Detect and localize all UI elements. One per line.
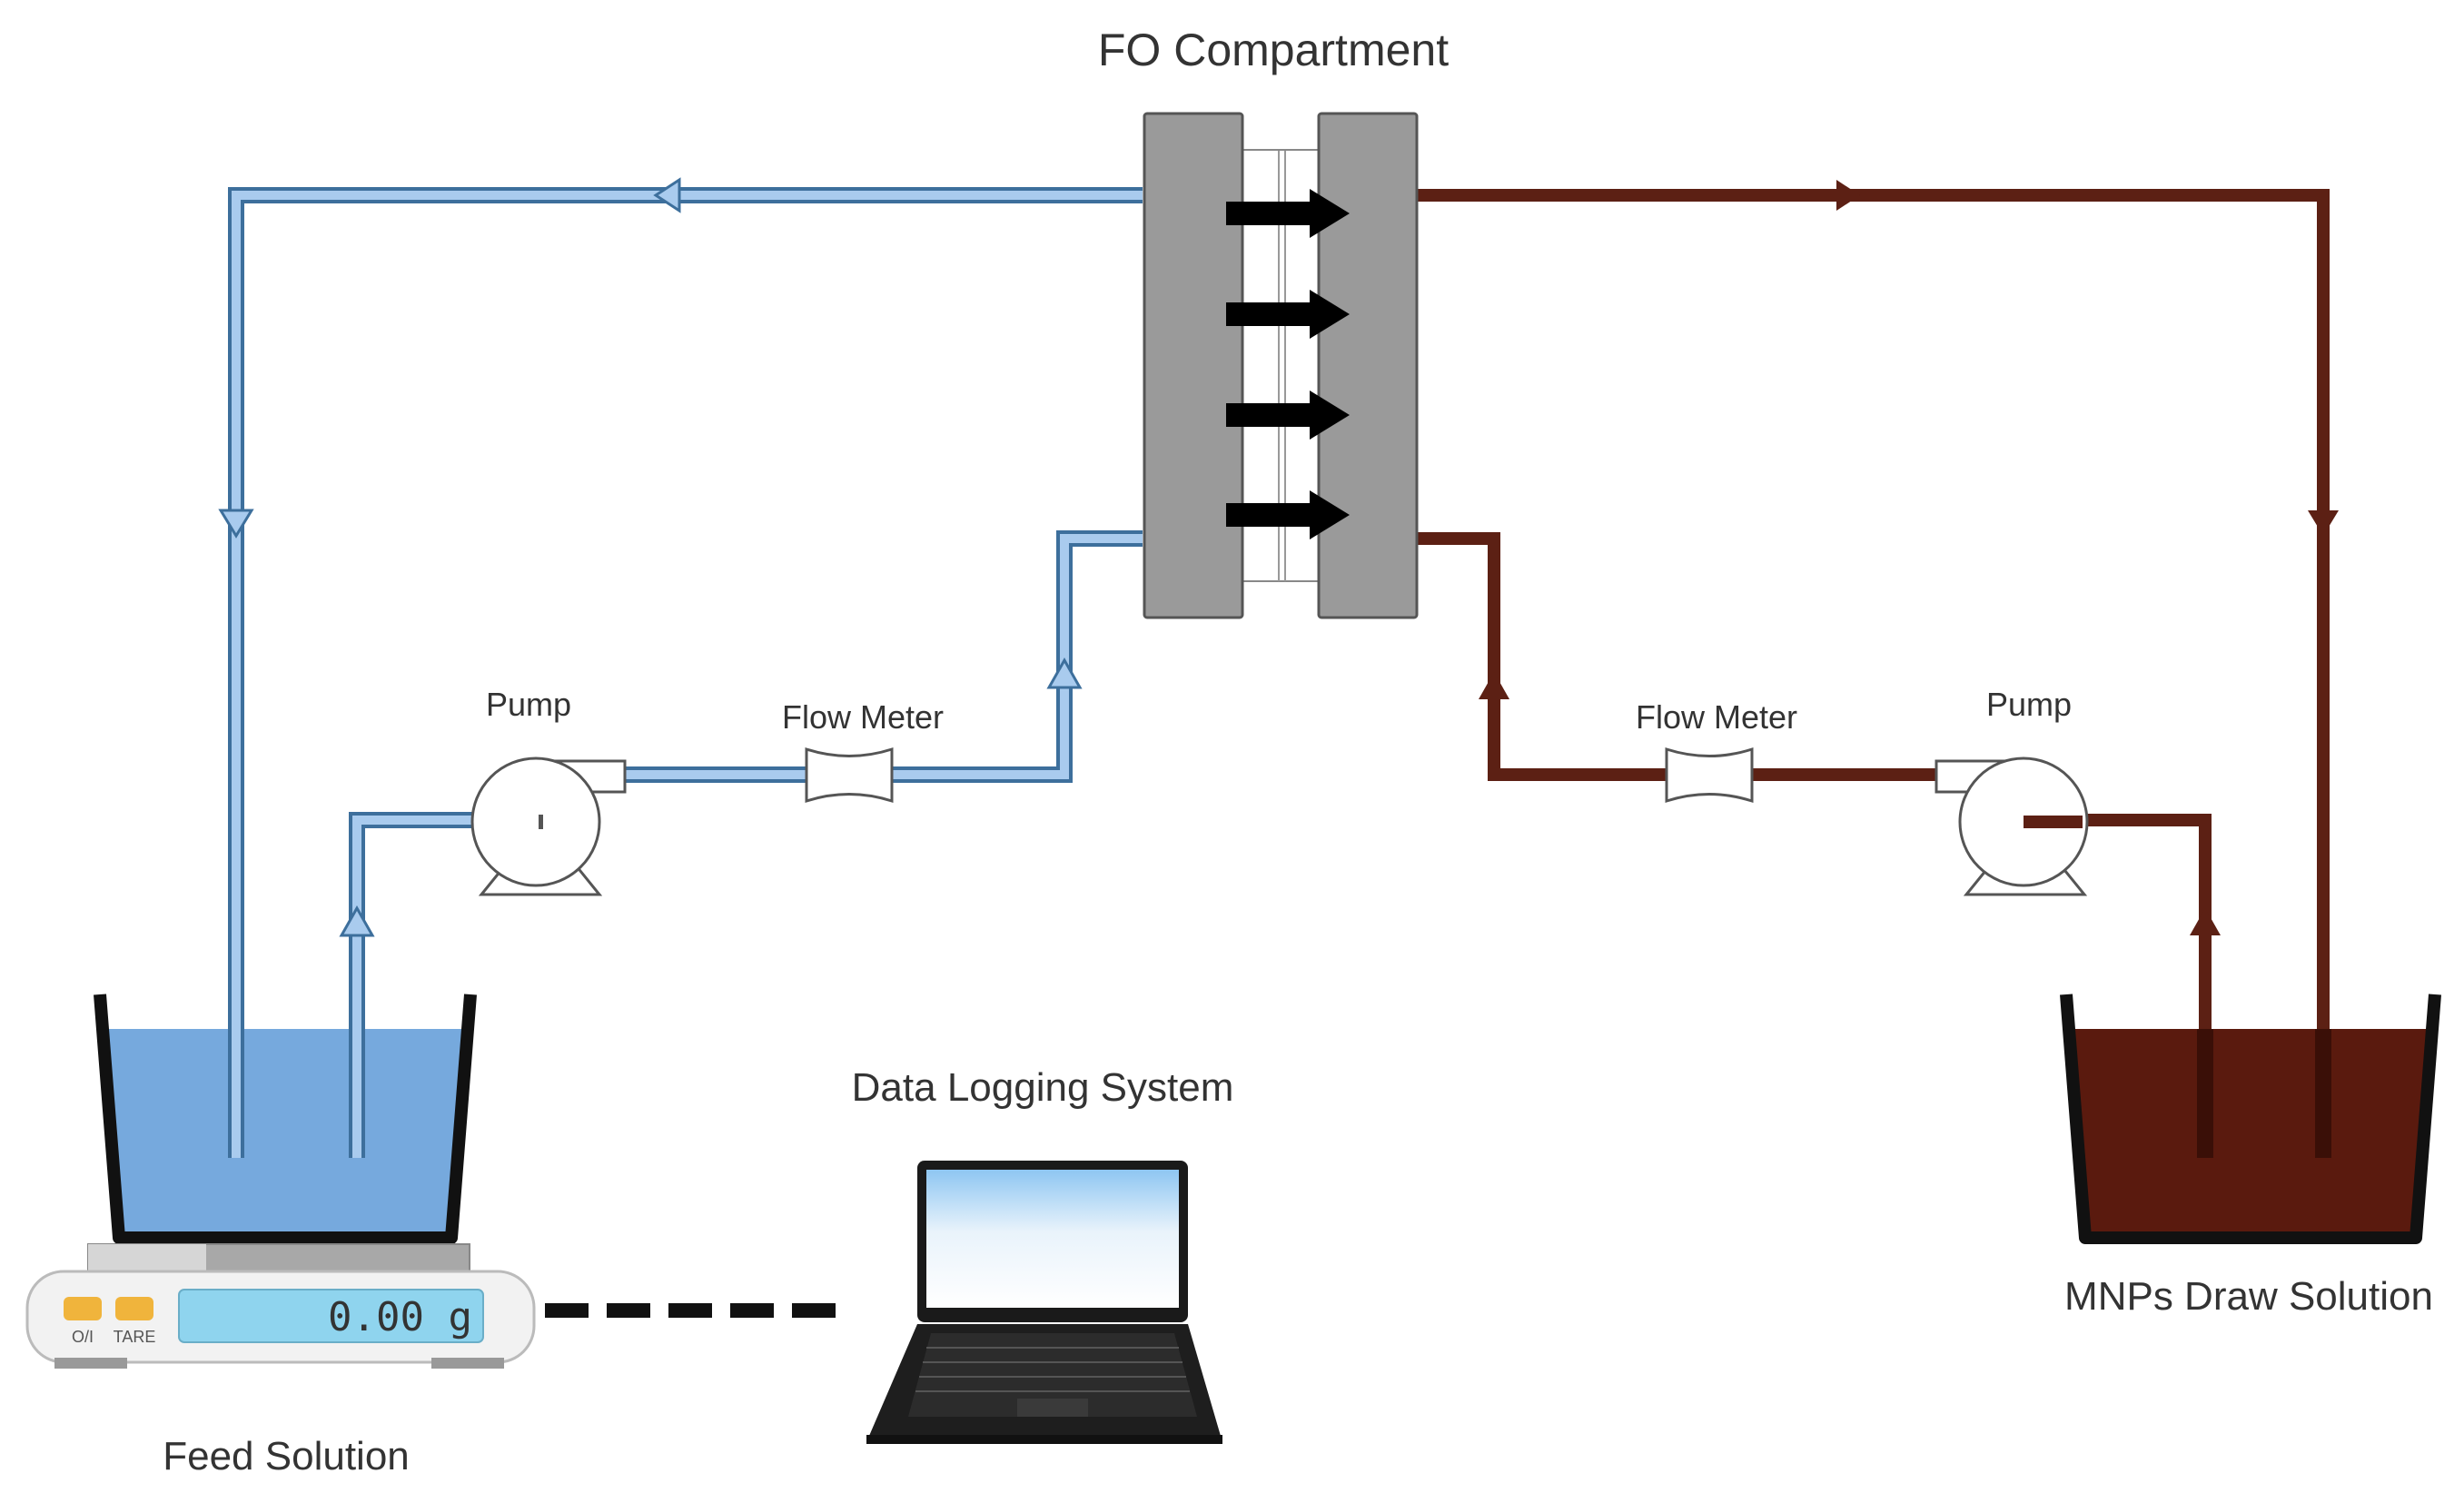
fo-compartment	[1143, 112, 1419, 619]
balance-reading: 0.00 g	[328, 1294, 472, 1340]
draw-outlet-line	[1417, 189, 2330, 1158]
balance-display	[178, 1289, 484, 1343]
feed-flow-arrow-down	[218, 509, 254, 539]
feed-solution-label: Feed Solution	[163, 1434, 410, 1478]
draw-flow-meter	[1665, 747, 1754, 804]
feed-piping	[218, 177, 1143, 1158]
data-logging-label: Data Logging System	[852, 1065, 1234, 1110]
draw-pump	[1935, 756, 2089, 896]
tare-label: TARE	[114, 1328, 156, 1346]
draw-flow-arrow-down	[2308, 510, 2339, 536]
feed-flow-meter	[805, 747, 894, 804]
feed-flow-meter-label: Flow Meter	[782, 698, 944, 736]
water-flux-arrows	[1226, 189, 1350, 539]
onoff-button[interactable]	[64, 1297, 102, 1320]
onoff-label: O/I	[72, 1328, 94, 1346]
laptop-screen	[926, 1170, 1179, 1308]
draw-flow-arrow-right	[1836, 180, 1860, 211]
tare-button[interactable]	[115, 1297, 153, 1320]
draw-pump-label: Pump	[1986, 686, 2072, 723]
feed-flow-arrow-left	[653, 177, 681, 213]
feed-flow-arrow-up-1	[339, 905, 375, 937]
draw-solution-label: MNPs Draw Solution	[2064, 1274, 2433, 1319]
fo-feed-plate	[1143, 112, 1244, 619]
feed-pump-label: Pump	[486, 686, 571, 723]
draw-flow-arrow-up-2	[1479, 672, 1509, 699]
feed-liquid	[107, 1029, 463, 1238]
draw-tank	[2060, 994, 2441, 1244]
laptop	[866, 1161, 1222, 1444]
draw-flow-arrow-up-1	[2190, 908, 2221, 935]
feed-tank	[94, 994, 477, 1244]
fo-compartment-label: FO Compartment	[1098, 25, 1449, 75]
draw-flow-meter-label: Flow Meter	[1636, 698, 1797, 736]
draw-piping	[1417, 180, 2339, 1158]
draw-inlet-line-2	[1417, 532, 1939, 781]
fo-draw-plate	[1317, 112, 1419, 619]
feed-pump	[470, 756, 627, 896]
draw-liquid	[2073, 1029, 2428, 1238]
feed-flow-arrow-up-2	[1046, 657, 1083, 689]
balance: O/I TARE 0.00 g	[25, 1243, 536, 1369]
feed-return-line	[228, 187, 1143, 1158]
